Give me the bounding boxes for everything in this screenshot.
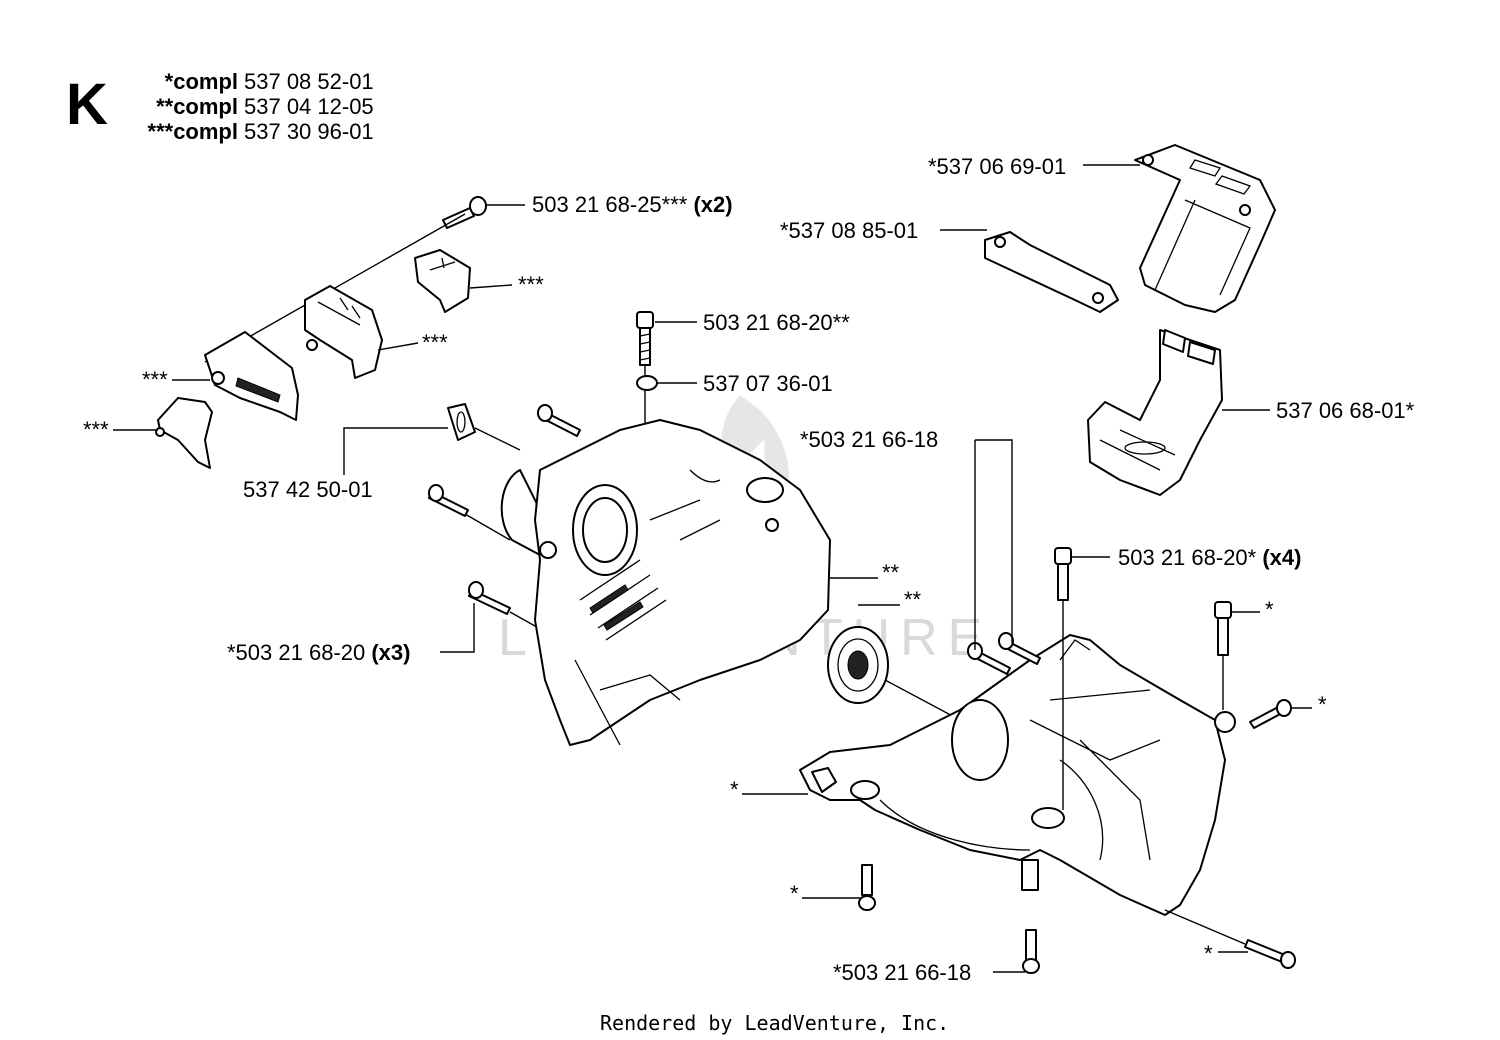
section-letter: K (66, 72, 108, 137)
label-screw-bottom: *503 21 66-18 (833, 960, 971, 985)
label-gasket: 537 42 50-01 (243, 477, 373, 502)
label-bearing: ** (904, 587, 922, 612)
label-screw-center: 503 21 68-20** (703, 310, 850, 335)
clamp-small-drawing (155, 397, 213, 469)
bearing-drawing (827, 626, 961, 721)
plate-top-drawing (1134, 144, 1276, 313)
gasket-drawing (447, 403, 521, 451)
label-screw-right-qty: (x4) (1262, 545, 1301, 570)
svg-text:*compl: *compl (165, 69, 238, 94)
compl-list: *compl 537 08 52-01 **compl 537 04 12-05… (148, 69, 374, 144)
clamp-front-drawing (204, 331, 299, 421)
crankcase-left-drawing (500, 419, 831, 746)
compl-mark-1: *compl (165, 69, 238, 94)
label-clamp-front: *** (142, 367, 168, 392)
label-screw-pair: *503 21 66-18 (800, 427, 938, 452)
oring-drawing (636, 375, 658, 391)
svg-text:***compl: ***compl (148, 119, 238, 144)
label-star-c: * (730, 777, 739, 802)
label-crankcase-left: ** (882, 560, 900, 585)
label-screw-top-qty: (x2) (693, 192, 732, 217)
plate-small-drawing (984, 231, 1119, 313)
crankcase-screws-drawing (428, 404, 581, 641)
label-clamp-upper: *** (518, 272, 544, 297)
part-labels: 503 21 68-25*** (x2) *** *** *** *** 503… (83, 154, 1415, 985)
svg-text:503 21 68-20* (x4): 503 21 68-20* (x4) (1118, 545, 1301, 570)
crankcase-right-screws-drawing (858, 547, 1296, 974)
label-screw-right: 503 21 68-20* (1118, 545, 1257, 570)
label-screw-left-qty: (x3) (371, 640, 410, 665)
label-star-d: * (790, 881, 799, 906)
compl-number-2: 537 04 12-05 (244, 94, 374, 119)
leader-lines (113, 164, 1312, 973)
screw-center-drawing (636, 311, 654, 430)
label-oring: 537 07 36-01 (703, 371, 833, 396)
label-screw-top: 503 21 68-25*** (532, 192, 688, 217)
compl-number-3: 537 30 96-01 (244, 119, 374, 144)
compl-mark-3: ***compl (148, 119, 238, 144)
clamp-middle-drawing (304, 285, 383, 379)
compl-mark-2: **compl (156, 94, 238, 119)
label-plate-small: *537 08 85-01 (780, 218, 918, 243)
label-clamp-middle: *** (422, 330, 448, 355)
label-star-e: * (1204, 941, 1213, 966)
label-star-a: * (1265, 597, 1274, 622)
label-tank-cover: 537 06 68-01* (1276, 398, 1415, 423)
svg-text:503 21 68-25*** (x2): 503 21 68-25*** (x2) (532, 192, 733, 217)
tank-cover-drawing (1087, 329, 1223, 496)
label-plate-top: *537 06 69-01 (928, 154, 1066, 179)
footer-credit: Rendered by LeadVenture, Inc. (600, 1011, 949, 1035)
label-star-b: * (1318, 692, 1327, 717)
svg-text:**compl: **compl (156, 94, 238, 119)
svg-text:*503 21 68-20 (x3): *503 21 68-20 (x3) (227, 640, 410, 665)
compl-number-1: 537 08 52-01 (244, 69, 374, 94)
label-screw-left: *503 21 68-20 (227, 640, 365, 665)
label-clamp-small: *** (83, 417, 109, 442)
clamp-upper-drawing (414, 249, 471, 313)
